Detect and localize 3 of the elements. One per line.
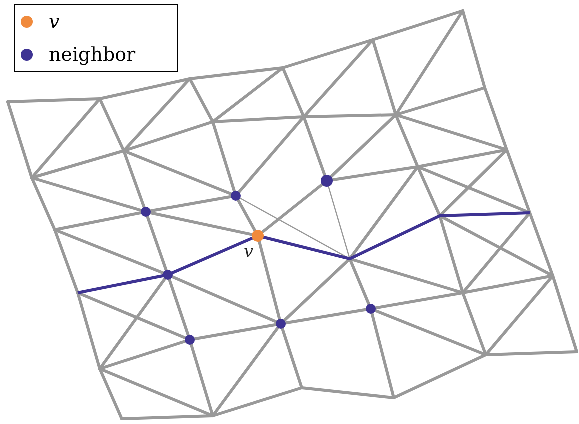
legend-label: neighbor bbox=[49, 44, 136, 66]
legend-label: v bbox=[49, 11, 60, 33]
point-label: v bbox=[244, 243, 254, 261]
